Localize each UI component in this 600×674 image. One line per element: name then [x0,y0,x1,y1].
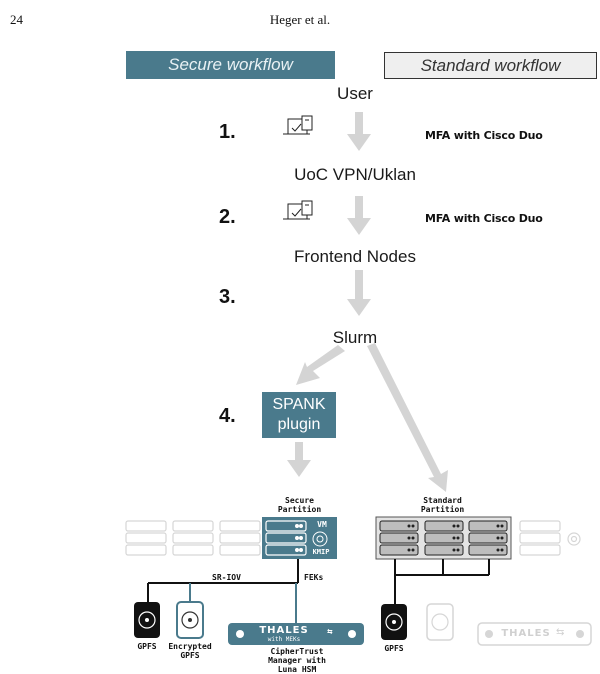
arrow-user-vpn [347,112,371,151]
secure-workflow-legend: Secure workflow [126,51,335,79]
gpfs-secure-label: GPFS [137,642,157,651]
node-user: User [337,84,373,103]
toggle-icon: ⇆ [327,627,333,637]
hsm-sub: with MEKs [267,636,301,643]
hsm-device [228,623,364,645]
vm-badge: VM [317,520,327,529]
terminal-icon [283,115,313,135]
gear-icon [312,531,328,547]
secure-partition-title: Secure Partition [277,496,322,514]
standard-partition-title: Standard Partition [420,496,465,514]
spank-plugin-box: SPANK plugin [262,392,336,438]
standard-workflow-legend: Standard workflow [384,52,597,79]
faded-hsm-brand: THALES [501,628,551,639]
step-2: 2. [219,206,236,228]
mfa-label-1: MFA with Cisco Duo [425,129,543,142]
terminal-icon [283,200,313,220]
faded-toggle-icon: ⇆ [556,627,565,638]
node-frontend: Frontend Nodes [294,247,416,266]
node-vpn: UoC VPN/Uklan [294,165,416,184]
arrow-frontend-slurm [347,270,371,316]
running-head: Heger et al. [269,12,331,27]
kmip-badge: KMIP [312,548,330,556]
disk-icon [134,602,160,638]
step-3: 3. [219,286,236,308]
spank-line1: SPANK [272,396,326,413]
page-number: 24 [10,12,23,27]
step-4: 4. [219,405,236,427]
hsm-brand: THALES [259,625,309,636]
arrow-slurm-spank [296,345,345,385]
arrow-vpn-frontend [347,196,371,235]
encrypted-disk-icon [176,601,204,639]
arrow-spank-secure [287,442,311,477]
secure-connections [147,559,299,602]
sriov-label: SR-IOV [212,573,241,582]
sriov-connection [189,583,297,623]
node-slurm: Slurm [332,328,378,347]
faded-server-group [519,520,581,556]
feks-label: FEKs [304,573,324,582]
spank-line2: plugin [277,416,321,433]
faded-hsm-device [477,622,592,646]
flow-arrows [287,112,448,492]
faded-server-group [125,520,261,556]
gpfs-standard-label: GPFS [384,644,404,653]
mfa-label-2: MFA with Cisco Duo [425,212,543,225]
standard-connections [394,559,490,604]
encrypted-gpfs-label: Encrypted GPFS [168,642,212,660]
disk-icon [381,604,407,640]
secure-partition [262,517,337,559]
step-1: 1. [219,121,236,143]
faded-disk-icon [426,603,454,641]
arrow-slurm-standard [367,343,448,492]
standard-partition [375,516,512,560]
